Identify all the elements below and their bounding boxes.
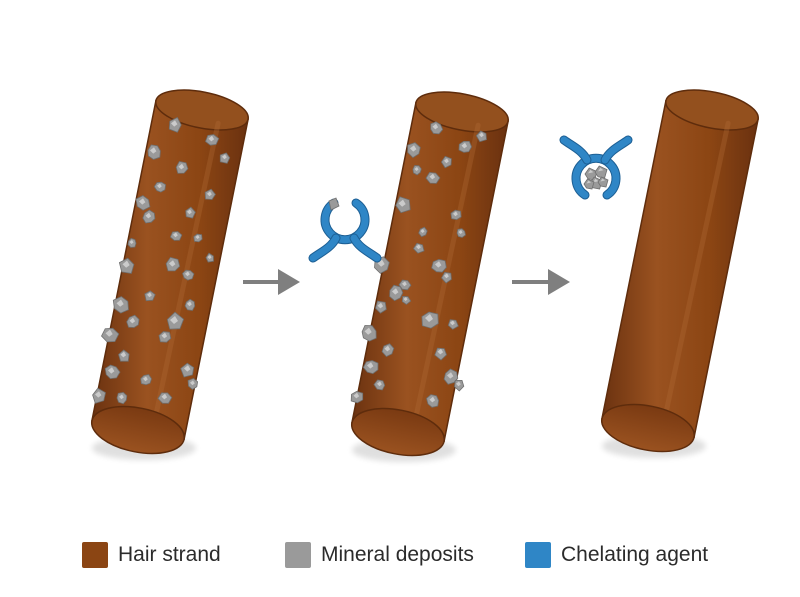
mineral-deposit-icon — [443, 368, 459, 385]
mineral-deposit-icon — [398, 279, 412, 291]
chelating-agent-icon — [559, 135, 633, 200]
mineral-deposit-icon — [104, 364, 121, 380]
mineral-deposit-icon — [350, 390, 364, 404]
mineral-deposit-icon — [395, 196, 411, 214]
mineral-deposit-icon — [92, 387, 106, 404]
mineral-deposit-icon — [421, 311, 439, 329]
mineral-deposit-icon — [434, 347, 447, 361]
diagram-scene — [90, 89, 759, 462]
mineral-deposit-icon — [328, 197, 340, 211]
legend: Hair strand Mineral deposits Chelating a… — [0, 536, 800, 576]
mineral-deposit-icon — [140, 374, 152, 386]
chelating-agent-icon — [308, 197, 382, 263]
mineral-deposit-icon — [440, 155, 452, 169]
mineral-deposit-icon — [185, 206, 196, 219]
mineral-deposit-icon — [583, 178, 595, 190]
mineral-deposit-icon — [205, 134, 220, 146]
mineral-deposit-icon — [475, 130, 487, 143]
mineral-deposit-icon — [116, 391, 128, 405]
legend-label-mineral: Mineral deposits — [321, 543, 474, 566]
mineral-deposit-icon — [157, 392, 173, 404]
mineral-deposit-icon — [193, 233, 203, 243]
mineral-deposit-icon — [362, 360, 379, 375]
arrow-right-icon — [512, 269, 570, 295]
mineral-deposit-icon — [418, 226, 428, 238]
mineral-deposit-icon — [135, 195, 151, 211]
mineral-deposit-icon — [118, 257, 135, 274]
mineral-deposit-icon — [412, 165, 422, 176]
process-arrows — [243, 269, 570, 295]
mineral-deposit-icon — [597, 176, 609, 188]
mineral-deposit-icon — [166, 311, 185, 330]
arrow-right-icon — [243, 269, 300, 295]
legend-label-chelator: Chelating agent — [561, 543, 709, 566]
mineral-deposit-icon — [407, 142, 421, 159]
mineral-deposit-icon — [430, 121, 444, 135]
mineral-deposit-icon — [184, 298, 196, 311]
mineral-deposit-icon — [126, 314, 140, 328]
chelator-swatch — [525, 542, 551, 568]
mineral-deposit-icon — [401, 295, 412, 305]
mineral-deposit-icon — [144, 290, 156, 302]
mineral-deposit-icon — [180, 362, 195, 378]
mineral-deposits-layer — [92, 116, 487, 408]
hair-swatch — [82, 542, 108, 568]
hair-strands — [90, 89, 759, 462]
mineral-deposit-icon — [431, 258, 447, 273]
mineral-deposit-icon — [204, 188, 216, 200]
mineral-deposit-icon — [447, 319, 459, 330]
mineral-deposit-icon — [381, 343, 395, 357]
mineral-deposit-icon — [389, 284, 404, 302]
mineral-deposit-icon — [187, 377, 199, 390]
chelating-agents — [308, 135, 633, 263]
mineral-deposit-icon — [375, 300, 387, 314]
legend-item-chelator: Chelating agent — [525, 540, 708, 570]
mineral-deposit-icon — [169, 231, 183, 241]
mineral-deposit-icon — [361, 325, 377, 342]
mineral-deposit-icon — [441, 271, 452, 284]
mineral-deposit-icon — [153, 181, 167, 193]
mineral-deposit-icon — [425, 171, 441, 184]
mineral-deposit-icon — [101, 327, 120, 343]
mineral-deposit-icon — [205, 252, 214, 263]
mineral-deposit-icon — [175, 161, 189, 174]
mineral-deposit-icon — [182, 269, 195, 281]
legend-item-hair: Hair strand — [82, 540, 221, 570]
mineral-swatch — [285, 542, 311, 568]
mineral-deposit-icon — [168, 116, 182, 133]
mineral-deposit-icon — [219, 152, 231, 164]
hair-strand-icon — [350, 91, 509, 462]
mineral-deposit-icon — [458, 140, 472, 153]
mineral-deposit-icon — [127, 237, 137, 248]
mineral-deposit-icon — [158, 331, 172, 343]
mineral-deposit-icon — [426, 394, 440, 408]
mineral-deposit-icon — [456, 228, 466, 238]
mineral-deposit-icon — [450, 209, 462, 221]
mineral-deposit-icon — [118, 349, 130, 362]
mineral-deposit-icon — [142, 209, 156, 224]
hair-strand-icon — [600, 89, 759, 458]
mineral-deposit-icon — [373, 379, 386, 391]
hair-strand-icon — [90, 89, 249, 460]
mineral-deposit-icon — [594, 165, 608, 179]
mineral-deposit-icon — [412, 242, 425, 254]
legend-item-mineral: Mineral deposits — [285, 540, 474, 570]
legend-label-hair: Hair strand — [118, 543, 221, 566]
mineral-deposit-icon — [147, 144, 161, 160]
mineral-deposit-icon — [165, 256, 181, 272]
mineral-deposit-icon — [454, 379, 465, 392]
mineral-deposit-icon — [112, 296, 129, 314]
